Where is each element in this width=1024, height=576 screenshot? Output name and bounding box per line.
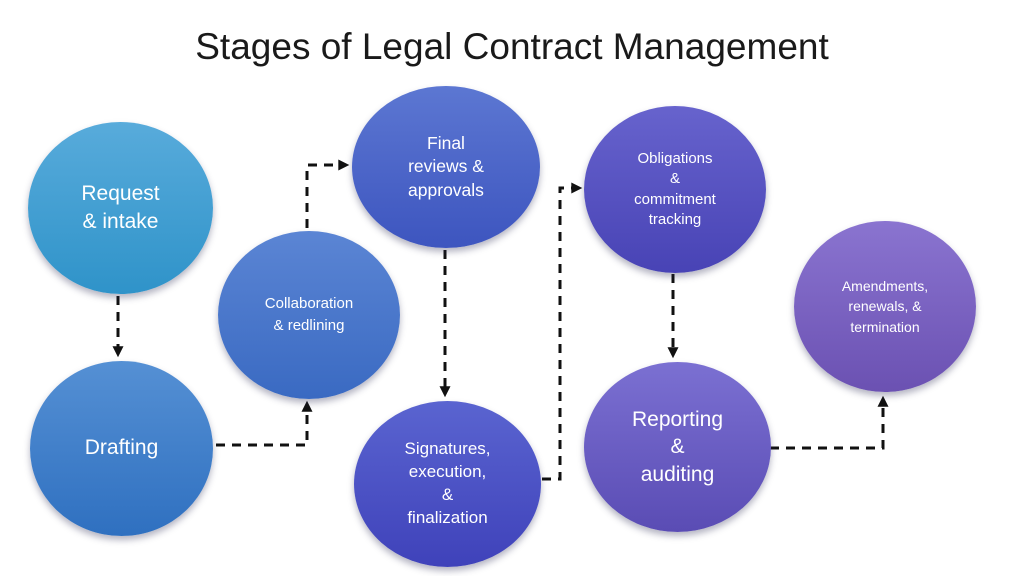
node-label: Amendments, renewals, & termination	[841, 278, 929, 335]
node-label: Collaboration & redlining	[264, 295, 354, 334]
node-drafting: Drafting	[30, 361, 213, 536]
node-label: Final reviews & approvals	[408, 133, 484, 200]
node-label: Signatures, execution, & finalization	[404, 439, 491, 527]
node-label: Drafting	[84, 436, 159, 460]
node-reporting-auditing: Reporting & auditing	[584, 362, 771, 532]
arrow-signatures-to-obligations	[542, 182, 583, 481]
node-label: Obligations & commitment tracking	[634, 150, 716, 228]
arrow-reporting-to-amendments	[770, 395, 889, 450]
node-signatures-execution-finalization: Signatures, execution, & finalization	[354, 401, 541, 567]
node-request-intake: Request & intake	[28, 122, 213, 294]
node-label: Reporting & auditing	[631, 408, 724, 486]
node-collaboration-redlining: Collaboration & redlining	[218, 231, 400, 399]
node-obligations-commitment-tracking: Obligations & commitment tracking	[584, 106, 766, 273]
arrow-drafting-to-collaboration	[216, 400, 313, 447]
node-final-reviews-approvals: Final reviews & approvals	[352, 86, 540, 248]
node-amendments-renewals-termination: Amendments, renewals, & termination	[794, 221, 976, 392]
node-label: Request & intake	[81, 181, 160, 233]
page-title: Stages of Legal Contract Management	[195, 26, 829, 67]
arrow-collaboration-to-final-reviews	[305, 159, 350, 228]
